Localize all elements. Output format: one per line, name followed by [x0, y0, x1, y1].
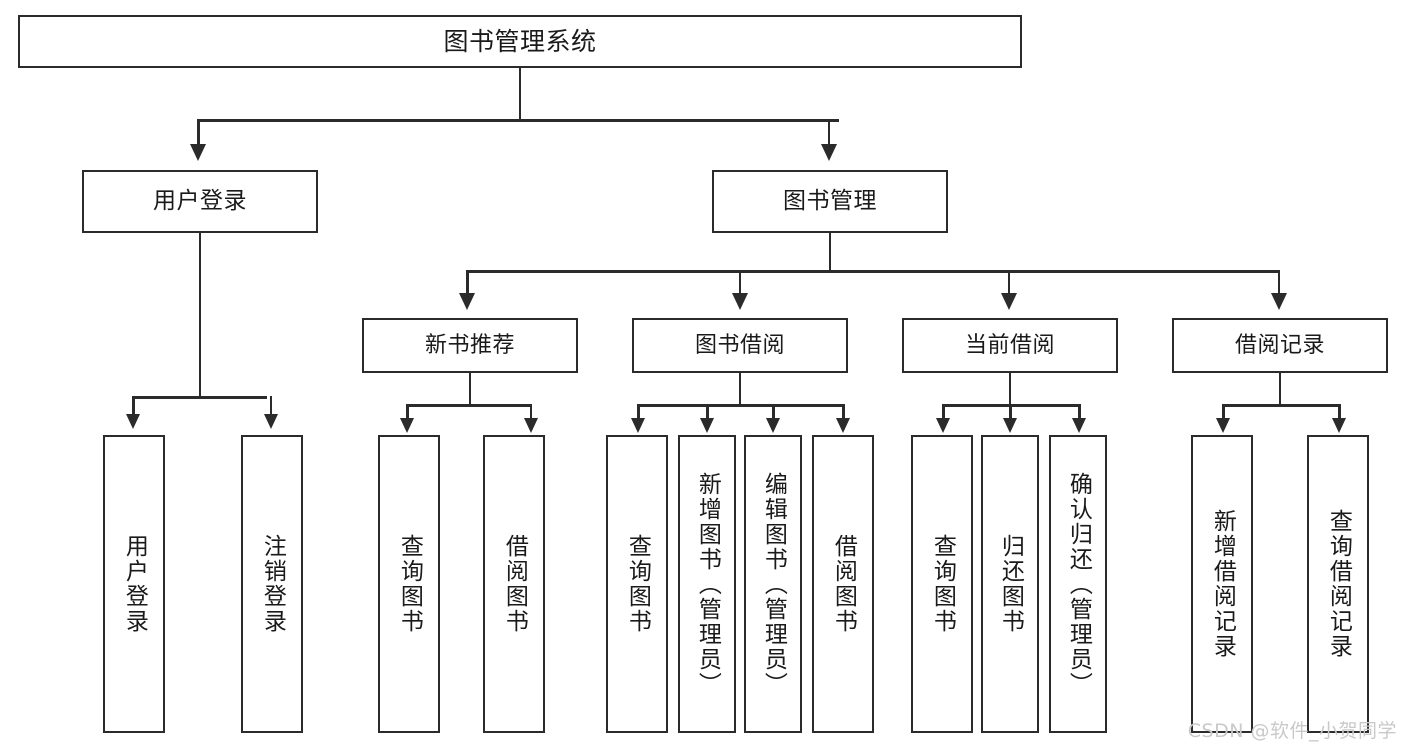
- connector-book-mgmt-stem: [828, 233, 831, 271]
- node-book-borrow[interactable]: 图书借阅: [632, 318, 848, 373]
- arrowhead-book-mgmt: [820, 144, 837, 161]
- leaf-add-borrow-record[interactable]: 新增借阅记录: [1191, 435, 1253, 733]
- connector-currentborrow-leaf2: [1009, 404, 1012, 420]
- node-label: 借阅图书: [830, 534, 857, 634]
- connector-newbook-leaf2: [529, 404, 532, 420]
- arrowhead-current-borrow: [1000, 293, 1017, 310]
- leaf-edit-book-admin[interactable]: 编辑图书（管理员）: [744, 435, 802, 733]
- node-label: 图书管理: [783, 188, 877, 215]
- arrowhead-leaf-query-book-3: [936, 418, 950, 433]
- arrowhead-leaf-borrow-book-2: [836, 418, 850, 433]
- arrowhead-leaf-user-login: [126, 414, 140, 429]
- arrowhead-leaf-confirm-return: [1072, 418, 1086, 433]
- leaf-query-borrow-record[interactable]: 查询借阅记录: [1307, 435, 1369, 733]
- node-user-login[interactable]: 用户登录: [82, 170, 318, 233]
- leaf-logout[interactable]: 注销登录: [241, 435, 303, 733]
- arrowhead-new-book: [459, 293, 475, 310]
- arrowhead-leaf-add-book: [700, 418, 714, 433]
- node-current-borrow[interactable]: 当前借阅: [902, 318, 1118, 373]
- connector-root-to-user-login: [197, 119, 200, 146]
- node-root-system[interactable]: 图书管理系统: [18, 15, 1022, 68]
- arrowhead-leaf-add-record: [1216, 418, 1230, 433]
- arrowhead-leaf-logout: [263, 414, 278, 429]
- arrowhead-leaf-edit-book: [766, 418, 780, 433]
- connector-bookborrow-leaf1: [637, 404, 640, 420]
- leaf-borrow-book[interactable]: 借阅图书: [812, 435, 874, 733]
- connector-bookborrow-leaf4: [842, 404, 845, 420]
- arrowhead-borrow-record: [1270, 293, 1287, 310]
- node-label: 查询图书: [929, 534, 956, 634]
- connector-current-borrow-stem: [1008, 373, 1011, 405]
- connector-root-to-book-mgmt: [827, 119, 830, 146]
- leaf-return-book[interactable]: 归还图书: [981, 435, 1039, 733]
- node-label: 查询借阅记录: [1325, 509, 1352, 659]
- watermark-text: CSDN @软件_小贺同学: [1187, 720, 1397, 742]
- connector-book-mgmt-bus: [466, 270, 1280, 273]
- connector-bookborrow-leaf3: [772, 404, 775, 420]
- node-label: 新书推荐: [424, 332, 515, 358]
- connector-to-new-book: [466, 270, 469, 295]
- connector-user-login-bus: [132, 396, 267, 399]
- connector-borrow-record-bus: [1222, 404, 1340, 407]
- connector-borrow-record-stem: [1278, 373, 1281, 405]
- connector-currentborrow-leaf3: [1078, 404, 1081, 420]
- node-new-book-recommend[interactable]: 新书推荐: [362, 318, 578, 373]
- node-label: 新增借阅记录: [1209, 509, 1236, 659]
- node-label: 归还图书: [997, 534, 1024, 634]
- connector-userlogin-leaf2: [269, 396, 272, 416]
- connector-borrowrecord-leaf2: [1338, 404, 1341, 420]
- node-label: 图书借阅: [694, 332, 785, 358]
- leaf-query-book-recommend[interactable]: 查询图书: [378, 435, 440, 733]
- connector-newbook-leaf1: [406, 404, 409, 420]
- connector-to-borrow-record: [1277, 270, 1280, 295]
- node-label: 借阅图书: [501, 534, 528, 634]
- node-label: 用户登录: [121, 534, 148, 634]
- node-label: 借阅记录: [1234, 332, 1325, 358]
- node-label: 当前借阅: [964, 332, 1055, 358]
- node-label: 新增图书（管理员）: [694, 471, 721, 697]
- connector-new-book-bus: [406, 404, 531, 407]
- connector-to-current-borrow: [1007, 270, 1010, 295]
- connector-bookborrow-leaf2: [706, 404, 709, 420]
- node-book-management[interactable]: 图书管理: [712, 170, 948, 233]
- leaf-confirm-return-admin[interactable]: 确认归还（管理员）: [1049, 435, 1107, 733]
- node-label: 查询图书: [396, 534, 423, 634]
- arrowhead-leaf-borrow-book-1: [523, 418, 538, 433]
- connector-to-book-borrow: [738, 270, 741, 295]
- node-label: 确认归还（管理员）: [1065, 471, 1092, 697]
- connector-currentborrow-leaf1: [942, 404, 945, 420]
- node-label: 注销登录: [259, 534, 286, 634]
- leaf-borrow-book-recommend[interactable]: 借阅图书: [483, 435, 545, 733]
- node-label: 查询图书: [624, 534, 651, 634]
- node-label: 编辑图书（管理员）: [760, 471, 787, 697]
- arrowhead-leaf-query-book-1: [400, 418, 414, 433]
- connector-new-book-stem: [468, 373, 471, 405]
- connector-root-bus: [197, 119, 839, 122]
- connector-root-stem: [518, 68, 521, 120]
- node-label: 用户登录: [153, 188, 247, 215]
- arrowhead-user-login: [190, 144, 206, 161]
- arrowhead-leaf-query-book-2: [631, 418, 645, 433]
- connector-userlogin-leaf1: [132, 396, 135, 416]
- arrowhead-leaf-return-book: [1003, 418, 1017, 433]
- connector-user-login-stem: [198, 233, 201, 397]
- leaf-query-book-current[interactable]: 查询图书: [911, 435, 973, 733]
- connector-borrowrecord-leaf1: [1222, 404, 1225, 420]
- node-label: 图书管理系统: [443, 27, 597, 56]
- node-borrow-record[interactable]: 借阅记录: [1172, 318, 1388, 373]
- connector-book-borrow-stem: [738, 373, 741, 405]
- arrowhead-leaf-query-record: [1332, 418, 1346, 433]
- leaf-add-book-admin[interactable]: 新增图书（管理员）: [678, 435, 736, 733]
- connector-book-borrow-bus: [637, 404, 844, 407]
- leaf-query-book-borrow[interactable]: 查询图书: [606, 435, 668, 733]
- arrowhead-book-borrow: [731, 293, 748, 310]
- leaf-user-login[interactable]: 用户登录: [103, 435, 165, 733]
